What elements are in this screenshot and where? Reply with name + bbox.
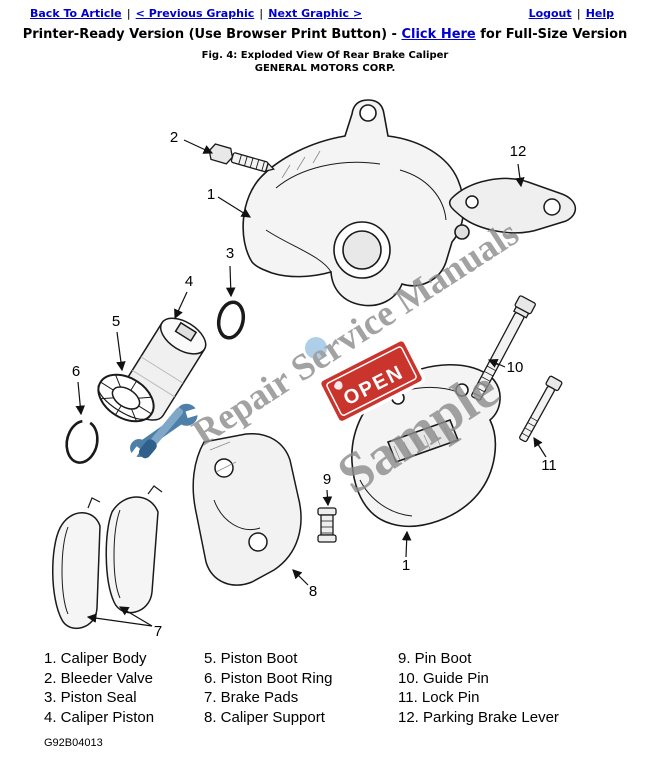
piston-seal-part [216, 300, 246, 340]
previous-graphic-link[interactable]: < Previous Graphic [135, 7, 255, 20]
guide-pin-part [471, 295, 536, 401]
callout-12: 12 [510, 143, 527, 160]
caliper-body-part [242, 99, 470, 307]
callout-8: 8 [309, 583, 317, 600]
callout-6: 6 [72, 363, 80, 380]
callout-2: 2 [170, 129, 178, 146]
bleeder-valve-part [208, 143, 275, 173]
nav-separator: | [576, 7, 581, 20]
screwdriver-icon [138, 407, 184, 459]
leader-lines [75, 139, 547, 627]
legend-column-1: 1. Caliper Body 2. Bleeder Valve 3. Pist… [44, 649, 154, 727]
callout-1-bottom: 1 [402, 557, 410, 574]
piston-boot-ring-part [65, 419, 99, 464]
legend-item-8: 8. Caliper Support [204, 708, 325, 726]
callout-4: 4 [185, 273, 193, 290]
callout-10: 10 [507, 359, 524, 376]
legend-column-2: 5. Piston Boot 6. Piston Boot Ring 7. Br… [204, 649, 332, 727]
nav-separator: | [126, 7, 131, 20]
legend-item-10: 10. Guide Pin [398, 669, 489, 687]
nav-right: Logout | Help [529, 7, 614, 20]
parts-legend: 1. Caliper Body 2. Bleeder Valve 3. Pist… [0, 649, 650, 733]
legend-item-3: 3. Piston Seal [44, 689, 137, 706]
callout-11: 11 [541, 457, 557, 474]
legend-item-11: 11. Lock Pin [398, 689, 480, 706]
wrench-icon [128, 403, 203, 462]
parking-brake-lever-part [448, 177, 576, 234]
legend-item-9: 9. Pin Boot [398, 650, 472, 667]
legend-item-7: 7. Brake Pads [204, 689, 299, 706]
legend-item-1: 1. Caliper Body [44, 650, 147, 667]
lock-pin-part [519, 375, 563, 443]
nav-left: Back To Article | < Previous Graphic | N… [30, 7, 362, 20]
watermark-logo-dot [305, 337, 327, 359]
help-link[interactable]: Help [585, 7, 614, 20]
piston-boot-part [97, 373, 155, 423]
next-graphic-link[interactable]: Next Graphic > [268, 7, 363, 20]
brake-pads-part [52, 485, 163, 629]
full-size-version-link[interactable]: Click Here [401, 27, 476, 42]
logout-link[interactable]: Logout [528, 7, 572, 20]
printer-ready-text-suffix: for Full-Size Version [475, 27, 628, 42]
legend-item-12: 12. Parking Brake Lever [398, 708, 559, 726]
figure-id: G92B04013 [44, 737, 103, 749]
printer-ready-text-prefix: Printer-Ready Version (Use Browser Print… [22, 27, 402, 42]
printer-ready-title: Printer-Ready Version (Use Browser Print… [0, 27, 650, 42]
legend-item-4: 4. Caliper Piston [44, 708, 155, 726]
legend-column-3: 9. Pin Boot 10. Guide Pin 11. Lock Pin 1… [398, 649, 559, 727]
exploded-view-diagram: Repair Service Manuals Sample OPEN [52, 99, 576, 640]
nav-separator: | [259, 7, 264, 20]
callout-9: 9 [323, 471, 331, 488]
company-name: GENERAL MOTORS CORP. [254, 63, 396, 74]
callout-7: 7 [154, 623, 162, 640]
legend-item-2: 2. Bleeder Valve [44, 669, 153, 687]
callout-3: 3 [226, 245, 234, 262]
legend-item-5: 5. Piston Boot [204, 650, 298, 667]
back-to-article-link[interactable]: Back To Article [30, 7, 122, 20]
callout-1-top: 1 [207, 186, 215, 203]
caliper-support-part [192, 433, 302, 586]
legend-item-6: 6. Piston Boot Ring [204, 669, 333, 687]
callout-5: 5 [112, 313, 120, 330]
callout-labels: 2 1 12 3 4 5 6 10 11 9 8 7 1 [72, 129, 557, 640]
figure-caption: Fig. 4: Exploded View Of Rear Brake Cali… [201, 50, 449, 61]
top-nav-bar: Back To Article | < Previous Graphic | N… [0, 7, 650, 20]
pin-boot-part [317, 507, 337, 543]
